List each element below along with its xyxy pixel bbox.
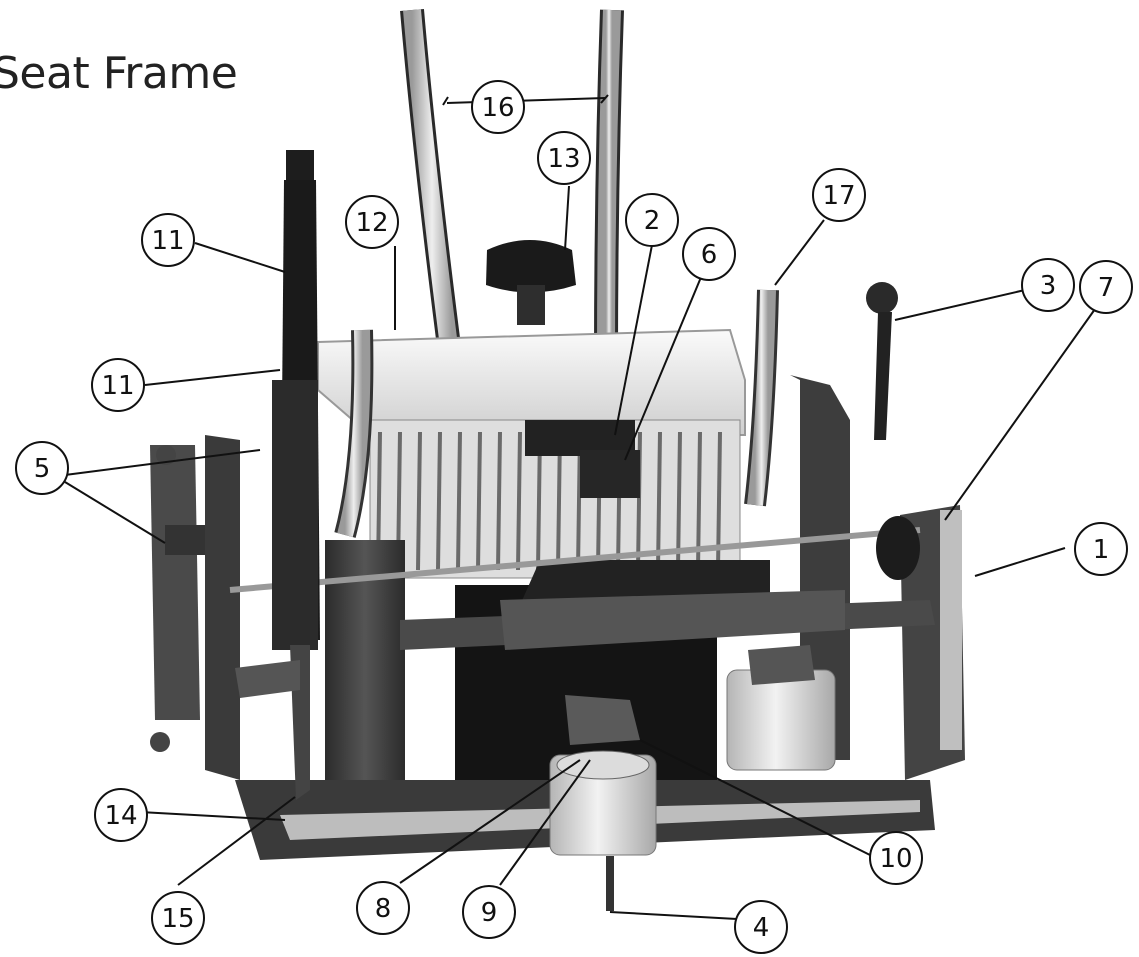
callout-circle	[625, 193, 679, 247]
callout-c11a: 11	[141, 213, 195, 267]
tank-fin	[516, 431, 522, 571]
right-lever	[866, 282, 898, 440]
callout-label: 6	[701, 240, 718, 270]
filters	[549, 645, 836, 911]
side-knob	[876, 516, 920, 580]
tank-fin	[416, 431, 422, 571]
callout-c9: 9	[462, 885, 516, 939]
callout-circle	[812, 168, 866, 222]
callout-c17: 17	[812, 168, 866, 222]
diagram-title: Seat Frame	[0, 48, 238, 99]
callout-circle	[537, 131, 591, 185]
callout-c14: 14	[94, 788, 148, 842]
callout-circle	[94, 788, 148, 842]
side-hoses	[334, 289, 779, 538]
callout-label: 8	[375, 894, 392, 924]
callout-circle	[682, 227, 736, 281]
tank-fin	[496, 431, 502, 571]
callout-label: 4	[753, 913, 770, 943]
callout-label: 7	[1098, 273, 1115, 303]
callout-c16: 16	[471, 80, 525, 134]
fill-cap-knob	[486, 240, 576, 325]
callout-label: 9	[481, 898, 498, 928]
callout-label: 5	[34, 454, 51, 484]
callout-circle	[471, 80, 525, 134]
callout-c4: 4	[734, 900, 788, 954]
callout-circle	[734, 900, 788, 954]
callout-c15: 15	[151, 891, 205, 945]
main-frame	[150, 445, 965, 860]
callout-label: 11	[151, 226, 184, 256]
callout-c2: 2	[625, 193, 679, 247]
callout-label: 14	[104, 801, 137, 831]
tank-fin	[436, 431, 442, 571]
callout-c10: 10	[869, 831, 923, 885]
callout-c5: 5	[15, 441, 69, 495]
callout-label: 17	[822, 181, 855, 211]
callout-label: 16	[481, 93, 514, 123]
callout-label: 13	[547, 144, 580, 174]
callout-c8: 8	[356, 881, 410, 935]
callout-c12: 12	[345, 195, 399, 249]
callout-label: 10	[879, 844, 912, 874]
callout-circle	[345, 195, 399, 249]
callout-circle	[1074, 522, 1128, 576]
callout-label: 11	[101, 371, 134, 401]
left-lever	[272, 150, 320, 800]
tank-fin	[676, 431, 682, 571]
callout-circle	[1079, 260, 1133, 314]
tank-fin	[476, 431, 482, 571]
callout-label: 15	[161, 904, 194, 934]
callout-label: 1	[1093, 535, 1110, 565]
upper-hoses	[400, 8, 624, 382]
callout-label: 12	[355, 208, 388, 238]
callout-c11b: 11	[91, 358, 145, 412]
tank-fin	[656, 431, 662, 571]
callout-circle	[1021, 258, 1075, 312]
callout-label: 3	[1040, 271, 1057, 301]
callout-c7: 7	[1079, 260, 1133, 314]
callout-c3: 3	[1021, 258, 1075, 312]
callout-circle	[462, 885, 516, 939]
callout-c6: 6	[682, 227, 736, 281]
callout-circle	[141, 213, 195, 267]
callout-c13: 13	[537, 131, 591, 185]
callout-label: 2	[644, 206, 661, 236]
callout-circle	[91, 358, 145, 412]
callout-c1: 1	[1074, 522, 1128, 576]
callout-circle	[356, 881, 410, 935]
callout-circle	[869, 831, 923, 885]
callout-circle	[151, 891, 205, 945]
left-side-parts	[150, 445, 300, 752]
callout-circle	[15, 441, 69, 495]
tank-fin	[456, 431, 462, 571]
